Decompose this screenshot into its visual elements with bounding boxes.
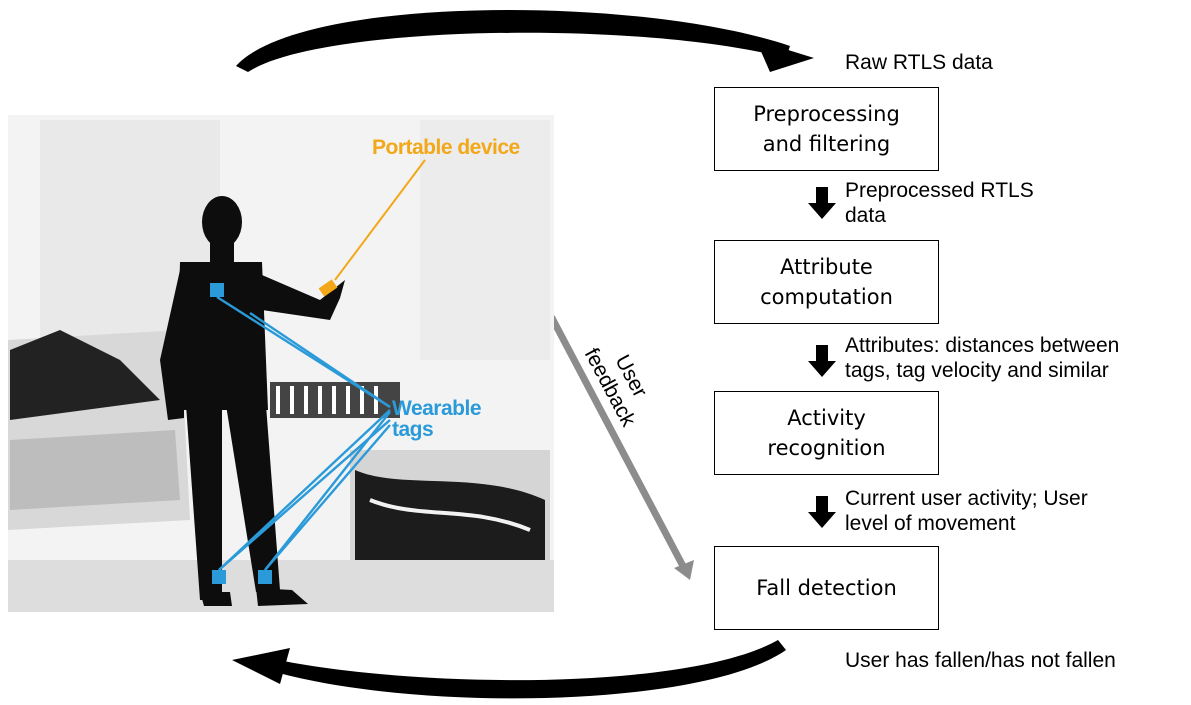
bottom-loop-arrowhead: [232, 648, 290, 684]
wearable-tags-label: Wearable tags: [392, 397, 482, 441]
top-loop-arrow: [236, 9, 790, 72]
step-fall-detection-box: Fall detection: [714, 546, 939, 630]
down-arrow-2: [808, 345, 836, 377]
down-arrow-1: [808, 187, 836, 219]
raw-rtls-data-label: Raw RTLS data: [845, 51, 993, 74]
fall-output-label: User has fallen/has not fallen: [845, 649, 1116, 672]
bottom-loop-arrow: [262, 640, 786, 699]
feedback-arrowhead: [674, 560, 694, 580]
edge-label-current-activity: Current user activity; User level of mov…: [845, 487, 1088, 535]
portable-device-label: Portable device: [372, 136, 520, 159]
person-photo: [8, 115, 554, 612]
down-arrow-3: [808, 496, 836, 528]
top-loop-arrowhead: [756, 40, 814, 72]
edge-label-attributes: Attributes: distances between tags, tag …: [845, 334, 1120, 382]
step-activity-recognition-box: Activity recognition: [714, 391, 939, 475]
edge-label-preprocessed: Preprocessed RTLS data: [845, 179, 1034, 227]
step-attribute-computation-box: Attribute computation: [714, 240, 939, 324]
step-preprocessing-box: Preprocessing and filtering: [714, 87, 939, 171]
